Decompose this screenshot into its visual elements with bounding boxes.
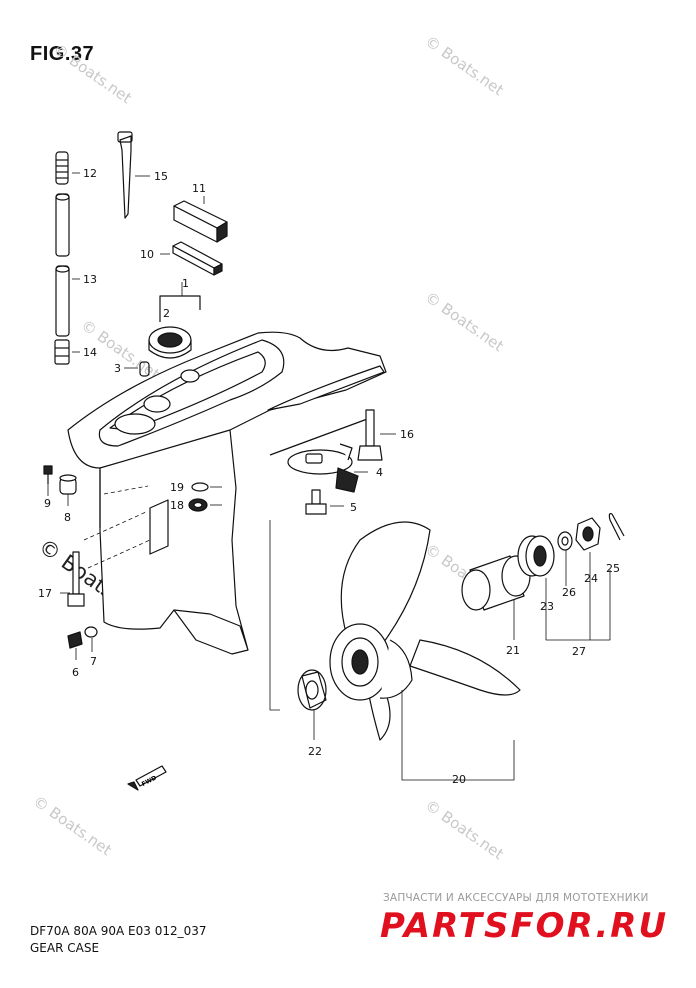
part-screw-6 [67,631,83,649]
part-label-14: 14 [83,346,97,359]
part-label-12: 12 [83,167,97,180]
part-label-15: 15 [154,170,168,183]
part-washer-7 [84,626,98,638]
part-propeller [329,521,521,741]
part-shift-rod-upper [55,193,70,257]
part-washer-19 [191,482,209,492]
part-gear-case-housing [67,331,387,655]
model-caption: DF70A 80A 90A E03 012_037 [30,924,207,938]
part-bushing [517,535,555,577]
figure-title: FIG.37 [30,43,95,65]
part-bolt-17 [67,551,85,607]
promo-brand-logo[interactable]: PARTSFOR.RU [380,906,669,946]
part-dowel-pin [139,361,150,377]
part-label-2: 2 [163,307,170,320]
part-label-24: 24 [584,572,598,585]
part-shift-rod-end [54,339,70,365]
part-label-21: 21 [506,644,520,657]
part-label-7: 7 [90,655,97,668]
part-label-16: 16 [400,428,414,441]
part-label-1: 1 [182,277,189,290]
part-bearing [148,326,192,359]
part-label-10: 10 [140,248,154,261]
part-label-11: 11 [192,182,206,195]
part-spacer [461,555,531,611]
part-label-26: 26 [562,586,576,599]
part-shim-plate [172,241,223,276]
part-label-4: 4 [376,466,383,479]
part-label-17: 17 [38,587,52,600]
part-screw-9 [43,465,53,484]
part-nut [575,517,601,551]
promo-tagline: ЗАПЧАСТИ И АКСЕССУАРЫ ДЛЯ МОТОТЕХНИКИ [383,892,649,904]
part-anode [287,443,359,493]
part-label-22: 22 [308,745,322,758]
part-grommet-8 [59,474,77,495]
part-label-5: 5 [350,501,357,514]
part-label-20: 20 [452,773,466,786]
part-label-18: 18 [170,499,184,512]
part-label-3: 3 [114,362,121,375]
part-label-13: 13 [83,273,97,286]
section-caption: GEAR CASE [30,941,100,955]
part-label-27: 27 [572,645,586,658]
part-label-23: 23 [540,600,554,613]
fwd-arrow [127,765,167,791]
part-label-25: 25 [606,562,620,575]
part-cable-tie [117,131,133,219]
part-label-19: 19 [170,481,184,494]
part-threaded-end [55,151,69,185]
part-shift-rod [55,265,70,337]
part-label-9: 9 [44,497,51,510]
part-cotter-pin [608,513,625,541]
part-label-6: 6 [72,666,79,679]
part-block [173,200,228,243]
part-thrust-washer [297,669,327,711]
part-label-8: 8 [64,511,71,524]
part-bolt-16 [357,409,383,461]
part-bolt-5 [305,489,327,515]
part-1-bracket [182,295,201,310]
part-washer-26 [557,531,573,551]
